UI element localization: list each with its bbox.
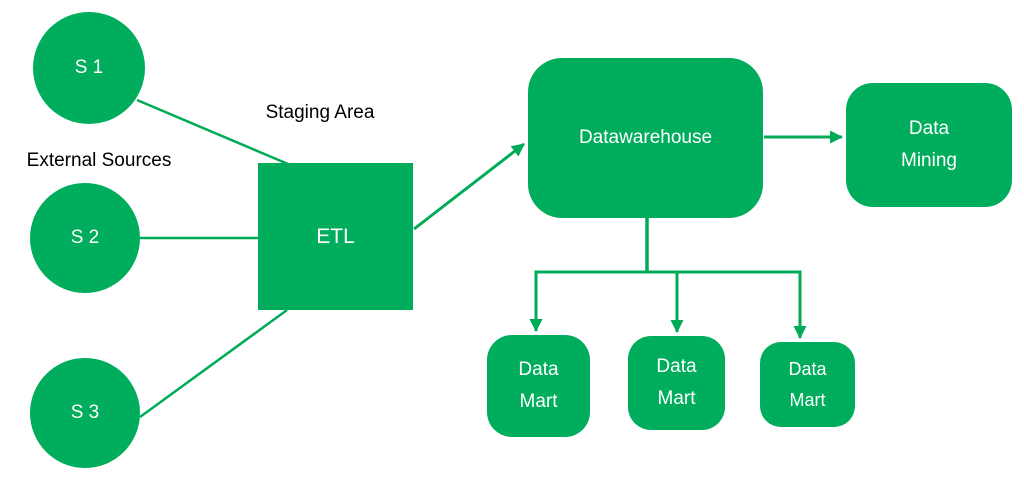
mart-label-2: Data Mart xyxy=(656,355,697,409)
mart-node-1: Data Mart xyxy=(487,335,590,437)
warehouse-node: Datawarehouse xyxy=(528,58,763,218)
source-node-s1: S 1 xyxy=(33,12,145,124)
mining-label: Data Mining xyxy=(901,117,957,171)
source-label-s1: S 1 xyxy=(74,56,104,78)
edge-s3-to-etl xyxy=(139,308,288,419)
mining-node: Data Mining xyxy=(846,83,1012,207)
source-node-s2: S 2 xyxy=(30,183,140,293)
etl-node: ETL xyxy=(258,163,413,310)
edge-etl-to-warehouse xyxy=(413,142,525,231)
staging-area-label: Staging Area xyxy=(265,102,375,123)
etl-label: ETL xyxy=(316,224,355,248)
source-label-s2: S 2 xyxy=(70,226,100,248)
warehouse-label: Datawarehouse xyxy=(578,126,713,148)
mart-label-3: Data Mart xyxy=(788,358,827,410)
source-node-s3: S 3 xyxy=(30,358,140,468)
mart-node-3: Data Mart xyxy=(760,342,855,427)
mart-label-1: Data Mart xyxy=(518,358,559,412)
external-sources-label: External Sources xyxy=(26,150,172,171)
source-label-s3: S 3 xyxy=(70,401,100,423)
mart-node-2: Data Mart xyxy=(628,336,725,430)
